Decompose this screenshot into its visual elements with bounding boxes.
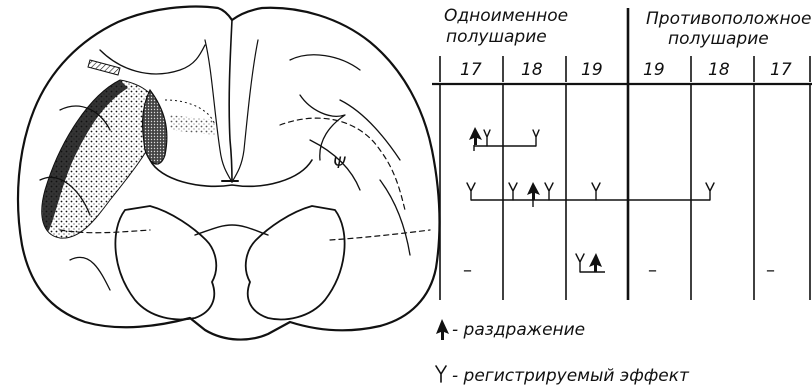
col-label-17-opposite: 17: [770, 60, 792, 80]
no-effect-mark: –: [766, 260, 775, 281]
col-label-18-same: 18: [521, 60, 543, 80]
left-lower-lobe: [115, 206, 216, 319]
stimulation-arrow-icon: [469, 127, 482, 145]
row-2: [467, 182, 714, 207]
col-label-19-same: 19: [581, 60, 603, 80]
right-lower-lobe: [246, 206, 345, 319]
psi-label: Ψ: [333, 153, 346, 172]
column-lines: [440, 84, 810, 300]
brain-illustration: Ψ: [18, 7, 439, 340]
header-opposite-line1: Противоположное: [646, 9, 811, 29]
row-1: [469, 127, 539, 151]
response-table: Одноименное полушарие Противоположное по…: [432, 6, 812, 300]
col-label-18-opposite: 18: [708, 60, 730, 80]
stimulation-legend-icon: [436, 319, 449, 340]
header-opposite-line2: полушарие: [668, 29, 769, 49]
header-same-line2: полушарие: [446, 27, 547, 47]
stimulation-arrow-icon: [589, 253, 602, 272]
legend-effect-label: - регистрируемый эффект: [452, 366, 690, 386]
legend-stimulation-label: - раздражение: [452, 320, 585, 340]
stimulation-arrow-icon: [527, 182, 540, 200]
core-region: [143, 90, 167, 164]
no-effect-mark: –: [463, 260, 472, 281]
legend: - раздражение - регистрируемый эффект: [436, 319, 690, 386]
effect-legend-icon: [436, 366, 446, 382]
no-effect-mark: –: [648, 260, 657, 281]
header-same-line1: Одноименное: [444, 6, 568, 26]
row-3: – – –: [463, 253, 775, 281]
midline: [229, 20, 232, 182]
col-label-17-same: 17: [460, 60, 482, 80]
connecting-band: [170, 115, 215, 135]
col-label-19-opposite: 19: [643, 60, 665, 80]
